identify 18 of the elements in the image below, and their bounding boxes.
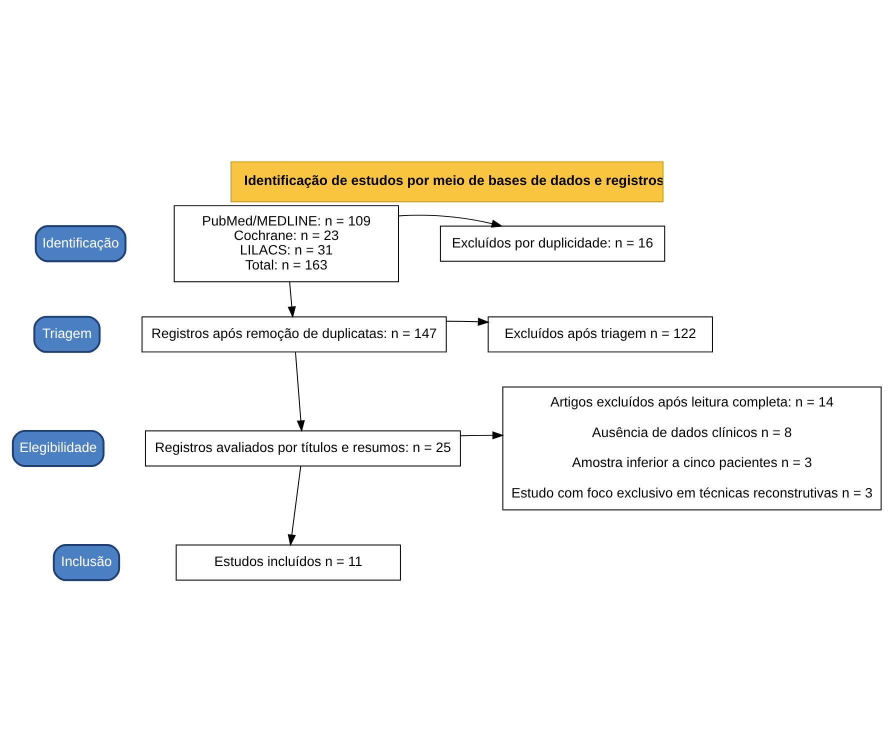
node-box: Triagem (33, 316, 101, 353)
node-box: Identificação (34, 225, 126, 262)
diagram-title: Identificação de estudos por meio de bases de dados e registros (244, 172, 664, 188)
node-box: Artigos excluídos após leitura completa: n = 14 Ausência de dados clínicos n = 8 Amostra inferior a cinco pacientes n = 3 Estudo com foco exclusivo em técnicas reconstrutivas n = 3 (502, 386, 882, 510)
arrow (398, 214, 504, 228)
node-box: Estudos incluídos n = 11 (176, 544, 401, 581)
arrow (295, 352, 305, 432)
node-box: Elegibilidade (12, 430, 104, 467)
node-box: Registros avaliados por títulos e resumos: n = 25 (144, 430, 461, 466)
node-box: Excluídos após triagem n = 122 (488, 316, 713, 352)
arrow (288, 281, 296, 318)
node-box: Excluídos por duplicidade: n = 16 (440, 226, 666, 262)
node-box: PubMed/MEDLINE: n = 109 Cochrane: n = 23 LILACS: n = 31 Total: n = 163 (174, 205, 399, 282)
arrow (446, 318, 490, 326)
arrow (288, 466, 302, 546)
arrow (460, 431, 504, 440)
node-box: Registros após remoção de duplicatas: n = 147 (142, 316, 447, 352)
node-box: Inclusão (52, 544, 120, 582)
